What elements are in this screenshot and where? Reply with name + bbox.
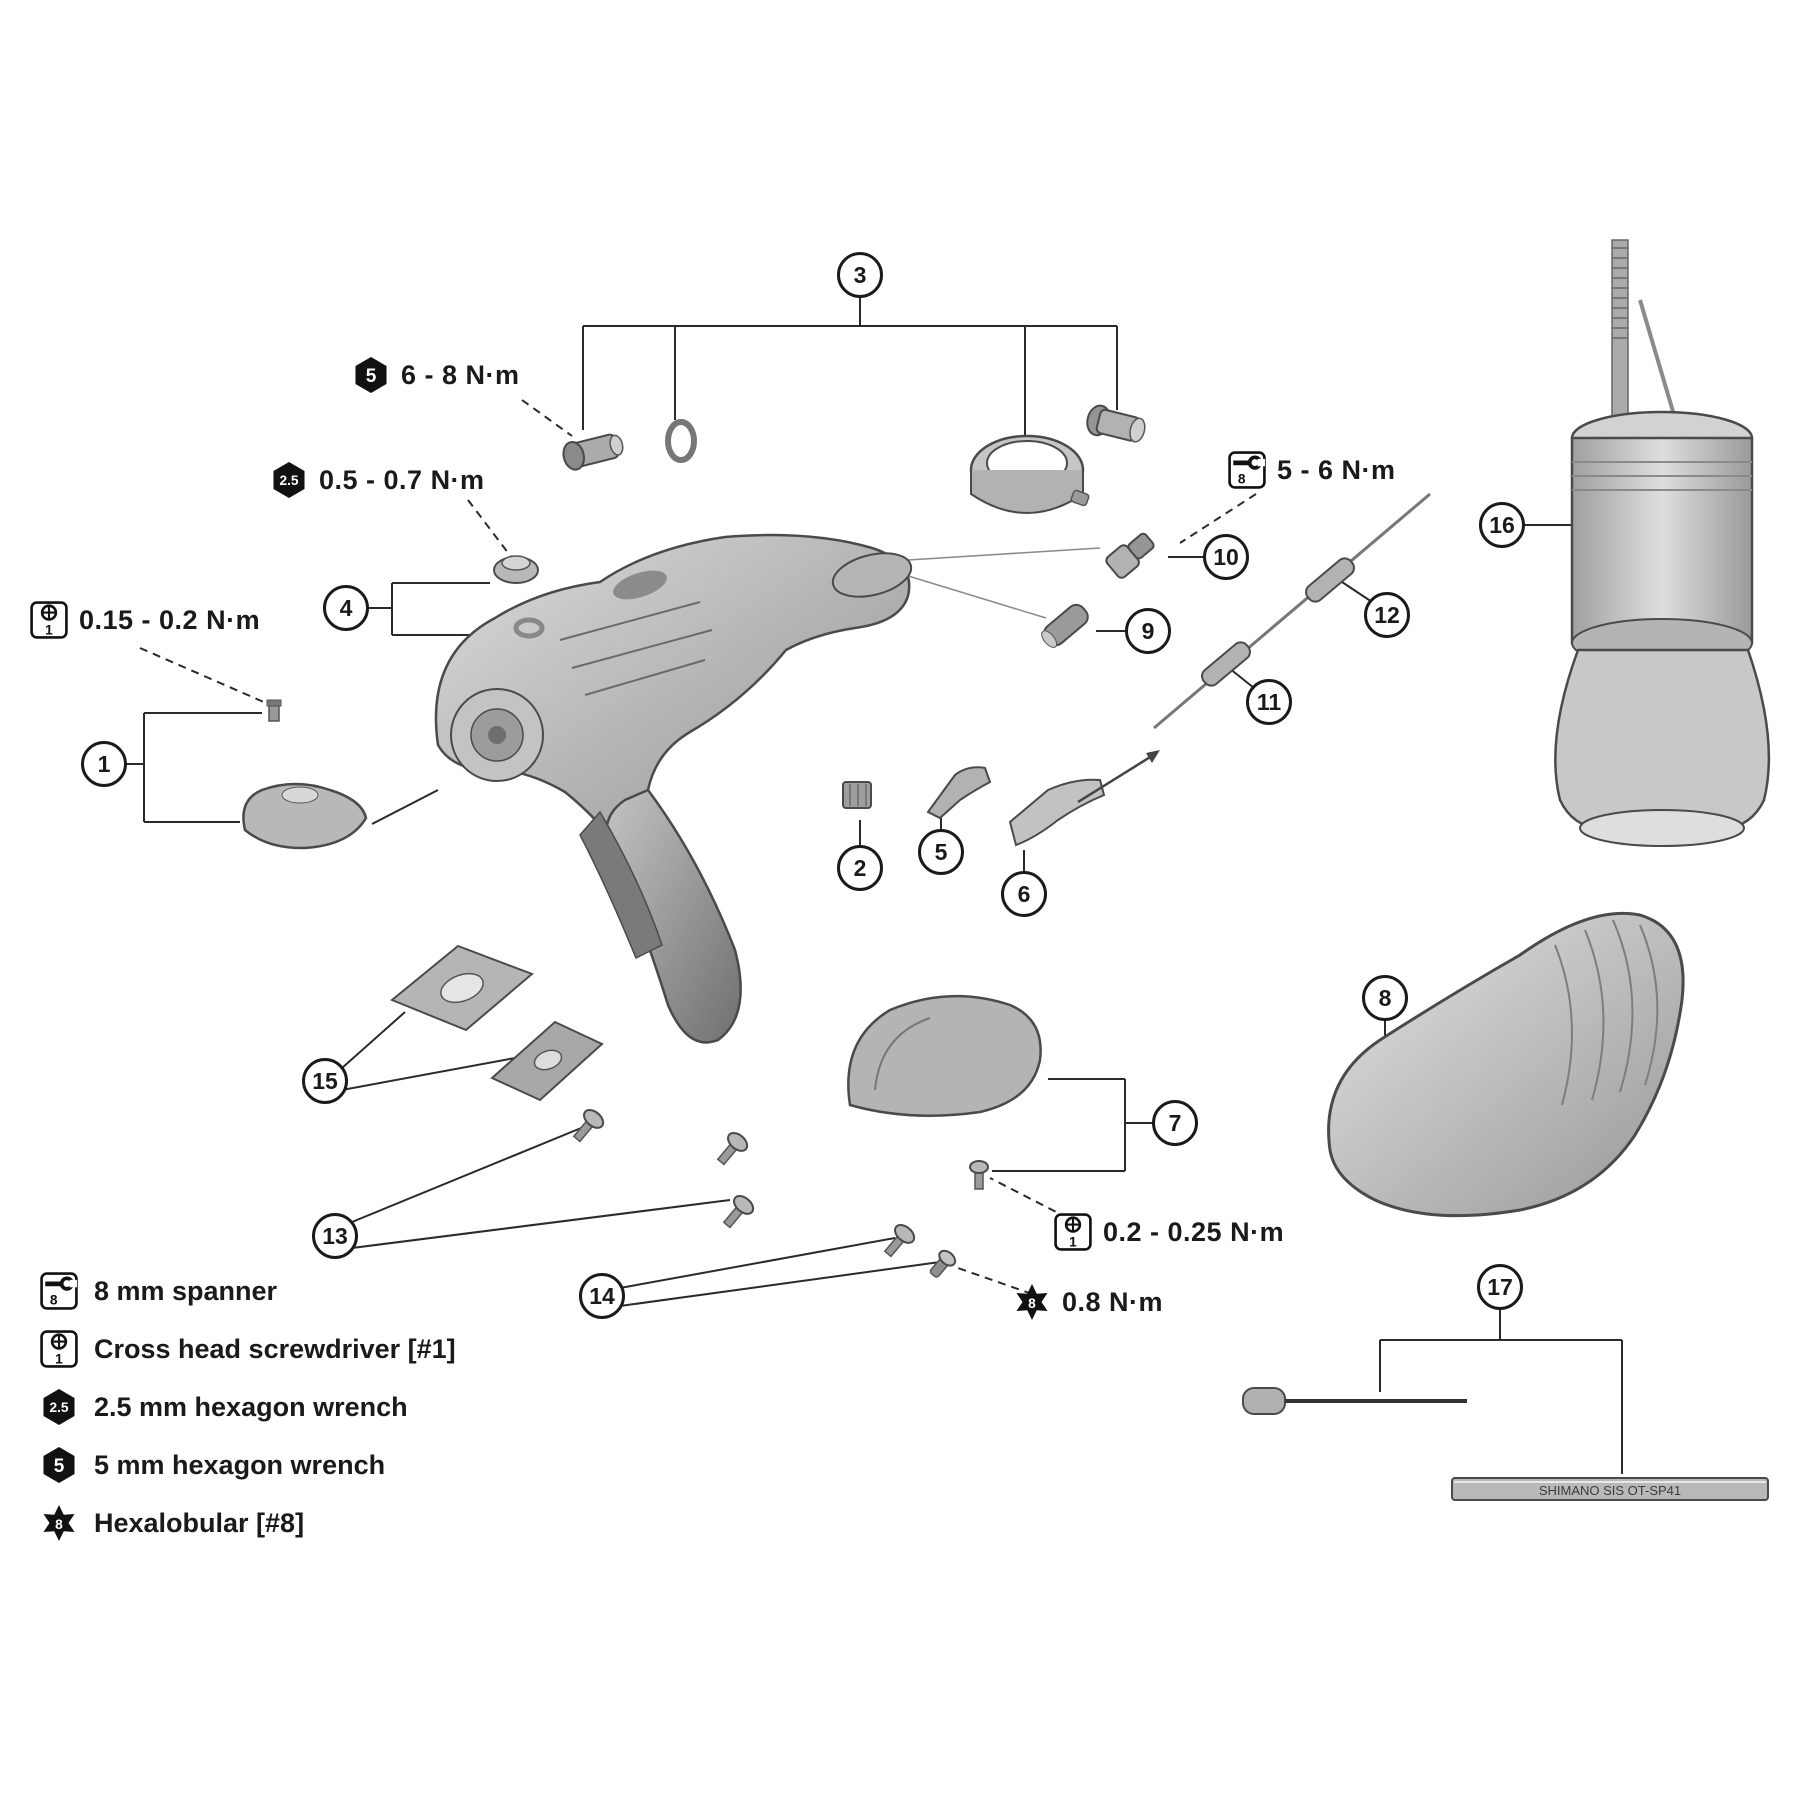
- svg-text:2.5: 2.5: [49, 1400, 68, 1415]
- fixing-screw: [716, 1132, 749, 1166]
- fixing-screw: [572, 1109, 605, 1143]
- part-3-o-ring: [665, 419, 697, 463]
- part-7-screw: [969, 1160, 989, 1190]
- legend-item-4: 5 5 mm hexagon wrench: [40, 1446, 456, 1484]
- spanner-icon: 8: [40, 1272, 78, 1310]
- base-bell: [1554, 648, 1771, 832]
- svg-text:5: 5: [54, 1456, 65, 1477]
- part-inner-cable: [1153, 492, 1431, 730]
- part-15-clamp-plate: [390, 944, 534, 1032]
- legend-item-3: 2.5 2.5 mm hexagon wrench: [40, 1388, 456, 1426]
- part-16-unit: [1554, 239, 1771, 847]
- legend-label: 8 mm spanner: [94, 1275, 278, 1306]
- part-2-block: [842, 781, 872, 809]
- cable-end-cap: [1242, 1387, 1286, 1415]
- tool-legend: 8 8 mm spanner 1 Cross head screwdriver [#1…: [40, 1272, 456, 1542]
- hex-icon: 5: [40, 1446, 78, 1484]
- part-set-screw-small: [266, 699, 282, 722]
- part-6-plate-lever: [1008, 750, 1160, 847]
- svg-text:8: 8: [55, 1517, 63, 1532]
- legend-item-5: 8 Hexalobular [#8]: [40, 1504, 456, 1542]
- part-10-adjuster: [1105, 532, 1155, 579]
- outer-casing: [1451, 1477, 1769, 1501]
- svg-text:1: 1: [55, 1351, 63, 1366]
- part-8-bracket-hood: [1327, 911, 1685, 1218]
- legend-label: 2.5 mm hexagon wrench: [94, 1391, 408, 1422]
- part-5-pawl-lever: [926, 766, 992, 820]
- part-13-clamp-plate: [490, 1020, 604, 1102]
- part-3-clamp-bolt-left: [562, 433, 624, 471]
- part-1-lever: [242, 782, 368, 850]
- thin-assembly-lines: [904, 547, 1101, 619]
- part-7-name-plate: [847, 994, 1042, 1117]
- torx-icon: 8: [40, 1504, 78, 1542]
- canister-body: [1570, 436, 1754, 645]
- part-11-cable-sleeve: [1201, 641, 1251, 687]
- part-main-lever-body: [434, 533, 913, 1044]
- legend-label: 5 mm hexagon wrench: [94, 1449, 386, 1480]
- part-9-cylinder: [1041, 603, 1089, 648]
- part-17-cable-set: SHIMANO SIS OT-SP41: [1242, 1387, 1769, 1501]
- fixing-screw: [883, 1224, 916, 1258]
- hexalobular-cap-screw: [929, 1249, 957, 1278]
- part-4-cap: [493, 555, 539, 584]
- svg-text:8: 8: [50, 1293, 58, 1308]
- crosshead-icon: 1: [40, 1330, 78, 1368]
- part-4-washer: [513, 617, 545, 639]
- fixing-screw: [722, 1195, 755, 1229]
- legend-label: Cross head screwdriver [#1]: [94, 1333, 456, 1364]
- legend-item-1: 8 8 mm spanner: [40, 1272, 456, 1310]
- cable-housing-text: SHIMANO SIS OT-SP41: [1539, 1483, 1681, 1498]
- legend-item-2: 1 Cross head screwdriver [#1]: [40, 1330, 456, 1368]
- part-3-clamp-band: [969, 434, 1090, 514]
- part-3-clamp-bolt-right: [1086, 404, 1146, 443]
- hex-icon: 2.5: [40, 1388, 78, 1426]
- part-shift-lever: [579, 810, 663, 960]
- legend-label: Hexalobular [#8]: [94, 1507, 305, 1538]
- part-12-cable-sleeve: [1305, 557, 1355, 603]
- dashed-torque-leaders: [139, 399, 1257, 1295]
